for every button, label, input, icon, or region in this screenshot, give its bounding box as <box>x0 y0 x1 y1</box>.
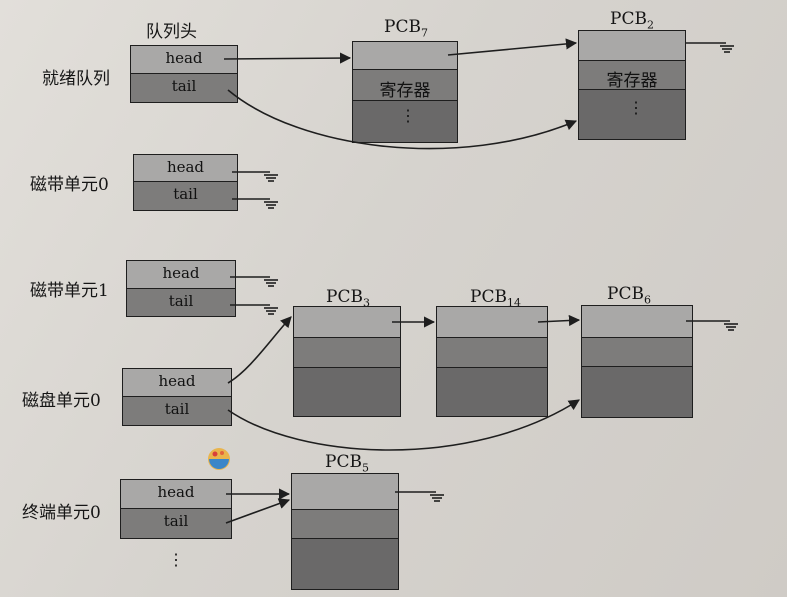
pcb-body <box>292 539 398 589</box>
queue-header-tape1: head tail <box>126 260 236 317</box>
tail-cell: tail <box>123 397 231 425</box>
arrow-ready-tail-pcb2 <box>227 89 578 150</box>
pcb-body <box>353 101 457 142</box>
head-cell: head <box>134 155 237 182</box>
ellipsis-pcb7: ⋮ <box>400 106 416 125</box>
pcb-link-field <box>294 307 400 338</box>
null-ground-tape0-head <box>264 174 278 182</box>
queue-header-ready: head tail <box>130 45 238 103</box>
pcb-title-5: PCB5 <box>325 452 369 475</box>
arrow-pcb7-pcb2 <box>447 38 578 56</box>
pcb-title-7: PCB7 <box>384 17 428 40</box>
pcb-link-field <box>582 306 692 338</box>
pcb-body <box>437 368 547 416</box>
tail-cell: tail <box>121 509 231 538</box>
pcb-field-2 <box>437 338 547 368</box>
arrow-disk0-head-pcb3 <box>227 316 292 384</box>
tail-cell: tail <box>134 182 237 210</box>
pcb-title-3: PCB3 <box>326 287 370 310</box>
arrow-pcb14-pcb6 <box>537 314 581 327</box>
ellipsis-pcb2: ⋮ <box>628 98 644 117</box>
pcb-register-field: 寄存器 <box>579 61 685 91</box>
pcb-register-field: 寄存器 <box>353 70 457 101</box>
bowl-icon <box>206 446 232 476</box>
pcb-2: 寄存器 <box>578 30 686 140</box>
pcb-body <box>579 90 685 139</box>
queue-header-terminal0: head tail <box>120 479 232 539</box>
queue-name-tape0: 磁带单元0 <box>30 175 109 195</box>
head-cell: head <box>121 480 231 509</box>
pcb-3 <box>293 306 401 417</box>
head-cell: head <box>131 46 237 74</box>
queue-header-disk0: head tail <box>122 368 232 426</box>
null-ground-pcb2 <box>720 45 734 53</box>
null-ground-pcb6 <box>724 323 738 331</box>
tail-cell: tail <box>131 74 237 102</box>
arrow-ready-head-pcb7 <box>223 52 352 64</box>
pcb-link-field <box>437 307 547 338</box>
pcb-14 <box>436 306 548 417</box>
pcb-field-2 <box>294 338 400 368</box>
pcb-body <box>294 368 400 416</box>
queue-name-terminal0: 终端单元0 <box>22 503 101 523</box>
queue-header-tape0: head tail <box>133 154 238 211</box>
head-cell: head <box>123 369 231 397</box>
arrow-terminal0-tail-pcb5 <box>225 498 291 524</box>
queue-name-disk0: 磁盘单元0 <box>22 391 101 411</box>
pcb-title-6: PCB6 <box>607 284 651 307</box>
tail-cell: tail <box>127 289 235 316</box>
queue-header-title: 队列头 <box>146 22 197 42</box>
queue-name-tape1: 磁带单元1 <box>30 281 109 301</box>
pcb-body <box>582 367 692 417</box>
null-ground-pcb5 <box>430 494 444 502</box>
pcb-link-field <box>353 42 457 70</box>
pcb-5 <box>291 473 399 590</box>
more-queues-ellipsis: ⋮ <box>168 550 184 569</box>
null-ground-tape0-tail <box>264 201 278 209</box>
pcb-6 <box>581 305 693 418</box>
null-ground-tape1-tail <box>264 307 278 315</box>
head-cell: head <box>127 261 235 289</box>
pcb-title-2: PCB2 <box>610 9 654 32</box>
queue-name-ready: 就绪队列 <box>42 69 110 89</box>
pcb-link-field <box>292 474 398 510</box>
pcb-field-2 <box>292 510 398 539</box>
arrow-disk0-tail-pcb6 <box>227 399 580 451</box>
null-ground-tape1-head <box>264 279 278 287</box>
pcb-link-field <box>579 31 685 61</box>
pcb-field-2 <box>582 338 692 367</box>
pcb-7: 寄存器 <box>352 41 458 143</box>
